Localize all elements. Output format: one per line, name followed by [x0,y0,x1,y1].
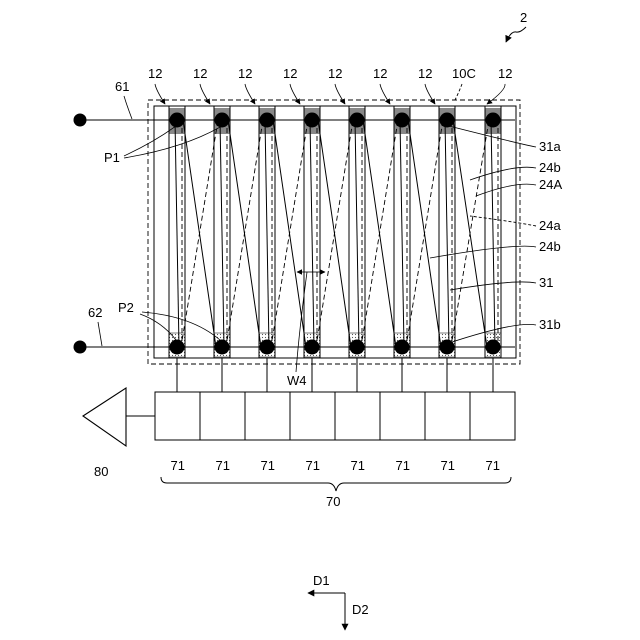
strip-label-arrow [245,84,255,104]
point-label-p2: P2 [118,300,134,315]
solid-trace [491,120,495,347]
strip-label-arrow [487,84,505,104]
solid-cross-trace [363,120,396,347]
strip-label-arrow [335,84,345,104]
strip-label-arrow [200,84,210,104]
top-line-label: 61 [115,79,129,94]
processing-block [380,392,425,440]
ref-arrow [506,27,526,42]
region-leader [455,84,462,100]
strip-label: 12 [373,66,387,81]
point-label-p1: P1 [104,150,120,165]
solid-trace [220,120,224,347]
block-label: 71 [216,458,230,473]
strip-group [169,106,501,358]
strip-label-arrow [290,84,300,104]
right-label: 31b [539,317,561,332]
group-label: 70 [326,494,340,509]
block-label: 71 [441,458,455,473]
solid-trace [265,120,269,347]
region-label: 10C [452,66,476,81]
solid-cross-trace [453,120,487,347]
right-labels: 31a 24b 24A 24a 24b 31 31b [430,126,562,343]
bottom-line-label: 62 [88,305,102,320]
strip-label: 12 [328,66,342,81]
processing-block [335,392,380,440]
top-terminal [74,114,87,127]
block-label: 71 [396,458,410,473]
block-label: 71 [171,458,185,473]
solid-cross-trace [183,120,216,347]
solid-trace [400,120,404,347]
strip-label: 12 [238,66,252,81]
right-label: 24A [539,177,562,192]
right-label-leader [470,167,536,180]
right-label: 24b [539,239,561,254]
solid-trace [355,120,359,347]
bottom-line-leader [98,322,102,346]
right-label-leader [450,282,536,290]
figure-ref-number: 2 [520,10,527,25]
strip-label: 12 [498,66,512,81]
solid-cross-trace [228,120,261,347]
block-label: 71 [306,458,320,473]
processing-block [245,392,290,440]
solid-trace [445,120,449,347]
solid-cross-trace [318,120,351,347]
strip-label: 12 [418,66,432,81]
strip-label: 12 [283,66,297,81]
processing-block [155,392,200,440]
width-label: W4 [287,373,307,388]
right-label: 24a [539,218,561,233]
strip-label-arrow [380,84,390,104]
processing-block [425,392,470,440]
block-row: 71 71 71 71 71 71 71 71 [155,358,515,473]
processing-block [200,392,245,440]
direction-label-d2: D2 [352,602,369,617]
p1-leader-1 [124,126,176,156]
block-label: 71 [351,458,365,473]
top-line-leader [124,96,132,119]
solid-cross-trace [408,120,441,347]
strip-label-arrow [425,84,435,104]
right-label: 24b [539,160,561,175]
right-label: 31a [539,139,561,154]
solid-trace [175,120,179,347]
processing-block [290,392,335,440]
group-bracket [161,477,511,491]
strip-label: 12 [193,66,207,81]
right-label-leader [470,216,536,226]
right-label: 31 [539,275,553,290]
block-label: 71 [486,458,500,473]
solid-cross-trace [273,120,306,347]
processing-block [470,392,515,440]
bottom-terminal [74,341,87,354]
triangle-label: 80 [94,464,108,479]
direction-label-d1: D1 [313,573,330,588]
strip-label: 12 [148,66,162,81]
solid-trace [310,120,314,347]
strip-label-arrow [155,84,165,104]
block-label: 71 [261,458,275,473]
amplifier-triangle [83,388,126,446]
